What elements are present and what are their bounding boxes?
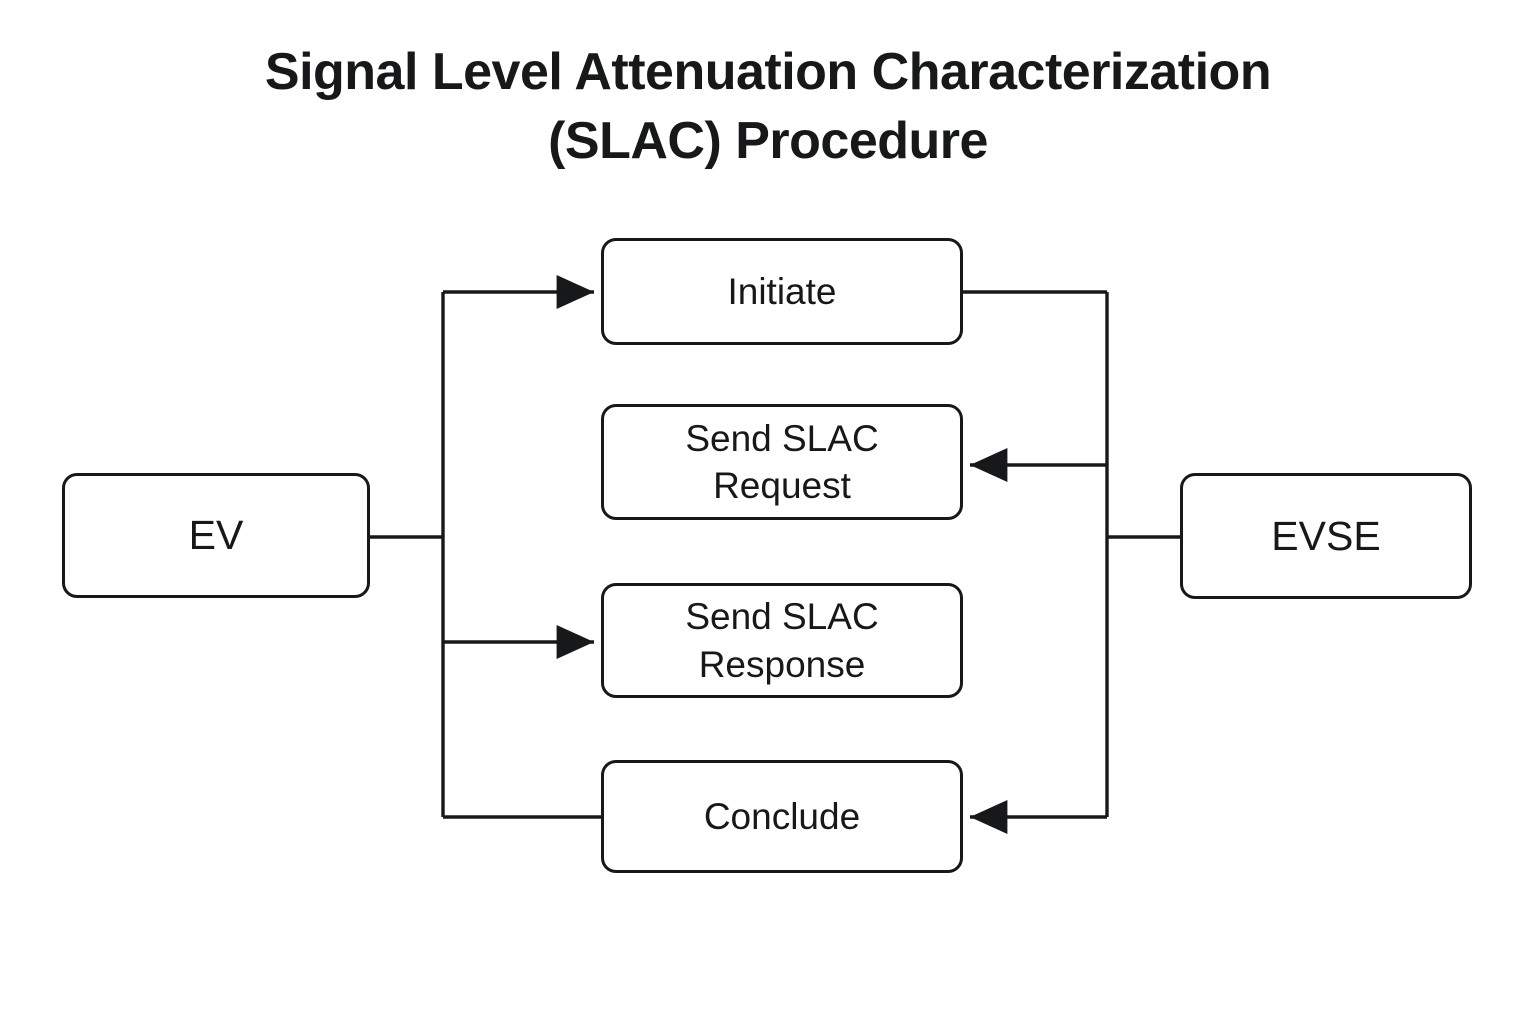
node-conclude[interactable]: Conclude — [601, 760, 963, 873]
node-initiate[interactable]: Initiate — [601, 238, 963, 345]
node-evse[interactable]: EVSE — [1180, 473, 1472, 599]
node-send-slac-response[interactable]: Send SLAC Response — [601, 583, 963, 698]
node-ev[interactable]: EV — [62, 473, 370, 598]
page-title: Signal Level Attenuation Characterizatio… — [264, 43, 1272, 170]
node-send-slac-request[interactable]: Send SLAC Request — [601, 404, 963, 520]
